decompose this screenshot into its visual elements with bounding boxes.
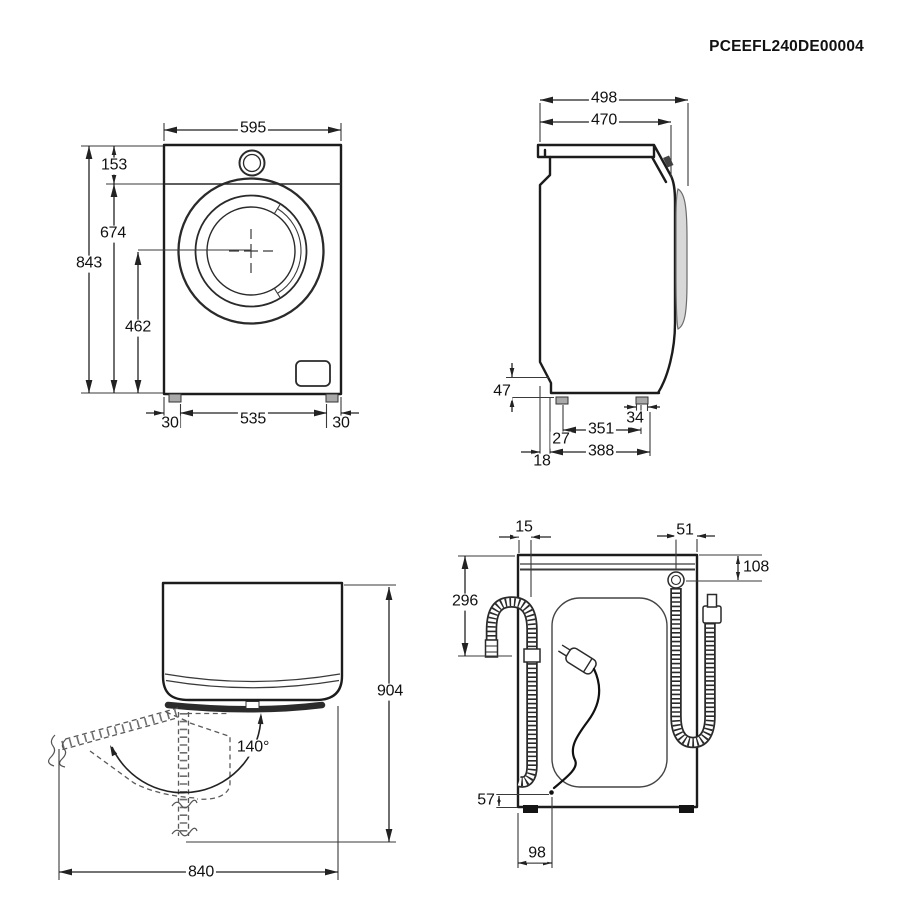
dim-front-door-center-bottom: 462: [122, 318, 154, 337]
dim-side-front-inset: 27: [550, 430, 572, 449]
front-door-handle-arc: [277, 208, 302, 294]
dimension-lines: [59, 96, 741, 876]
door-90-break: [171, 799, 198, 837]
front-door-inner: [206, 206, 296, 296]
dim-side-foot-span: 388: [585, 442, 617, 461]
drain-hose: [484, 596, 541, 788]
dim-rear-inlet-offset: 51: [674, 521, 696, 540]
top-body: [161, 581, 344, 702]
document-code: PCEEFL240DE00004: [709, 38, 864, 55]
drain-hose-clamp: [523, 648, 541, 663]
dim-top-depth-open: 904: [374, 682, 406, 701]
dim-rear-drain-offset: 15: [513, 518, 535, 537]
side-lid: [536, 143, 673, 184]
rear-view: [458, 539, 762, 868]
front-foot-right: [325, 393, 339, 403]
dim-front-foot-inset-right: 30: [330, 414, 352, 433]
door-90-edges: [177, 712, 227, 836]
rear-foot-left: [523, 805, 538, 813]
dim-rear-cord-height: 57: [475, 791, 497, 810]
side-door-bulge: [675, 188, 688, 330]
rear-extension-lines: [458, 539, 762, 868]
front-view: [81, 123, 343, 429]
dim-front-door-center-top: 674: [97, 224, 129, 243]
door-swing-view: [48, 581, 396, 880]
rear-body: [516, 553, 699, 809]
door-140-rungs: [59, 709, 178, 749]
dim-side-foot-spacing: 351: [585, 420, 617, 439]
front-knob: [238, 149, 266, 177]
dim-side-depth-body: 470: [588, 111, 620, 130]
front-body: [162, 143, 343, 396]
front-detergent-drawer: [295, 360, 331, 387]
front-center-mark: [229, 229, 273, 273]
front-door-mid: [194, 194, 308, 308]
drain-hose-fitting: [484, 639, 499, 658]
side-view: [504, 103, 689, 456]
dim-front-foot-inset-left: 30: [159, 414, 181, 433]
top-door-band: [164, 701, 326, 713]
dim-side-depth-total: 498: [588, 89, 620, 108]
door-90-face: [189, 722, 231, 800]
dim-top-door-angle: 140°: [234, 738, 272, 757]
dim-side-rear-gap: 47: [491, 382, 513, 401]
door-140-face: [89, 750, 197, 799]
side-foot-rear: [555, 396, 569, 405]
dim-rear-drain-drop: 296: [449, 592, 481, 611]
inlet-hose-connector: [702, 605, 722, 624]
dim-front-panel-height: 153: [98, 156, 130, 175]
side-foot-front: [635, 396, 649, 405]
top-extension-lines: [58, 584, 396, 880]
dim-front-total-height: 843: [73, 254, 105, 273]
door-140-edges: [58, 707, 190, 752]
top-door-latch: [245, 701, 260, 709]
dim-side-foot-width: 34: [624, 409, 646, 428]
rear-foot-right: [679, 805, 694, 813]
cable-end: [549, 790, 554, 795]
dim-side-rear-inset: 18: [531, 452, 553, 471]
inlet-hose: [667, 571, 722, 749]
side-body: [538, 155, 677, 395]
front-foot-left: [168, 393, 182, 403]
dim-front-foot-spacing: 535: [237, 410, 269, 429]
rear-back-panel: [551, 597, 668, 788]
dim-rear-inlet-drop: 108: [740, 558, 772, 577]
power-cable: [552, 667, 601, 790]
dim-rear-cord-offset: 98: [526, 844, 548, 863]
dim-top-width-open: 840: [185, 863, 217, 882]
dim-front-width: 595: [237, 119, 269, 138]
top-front-curves: [164, 673, 341, 689]
door-140-break: [48, 734, 67, 768]
front-door-outer: [177, 177, 325, 325]
power-plug: [557, 644, 597, 675]
